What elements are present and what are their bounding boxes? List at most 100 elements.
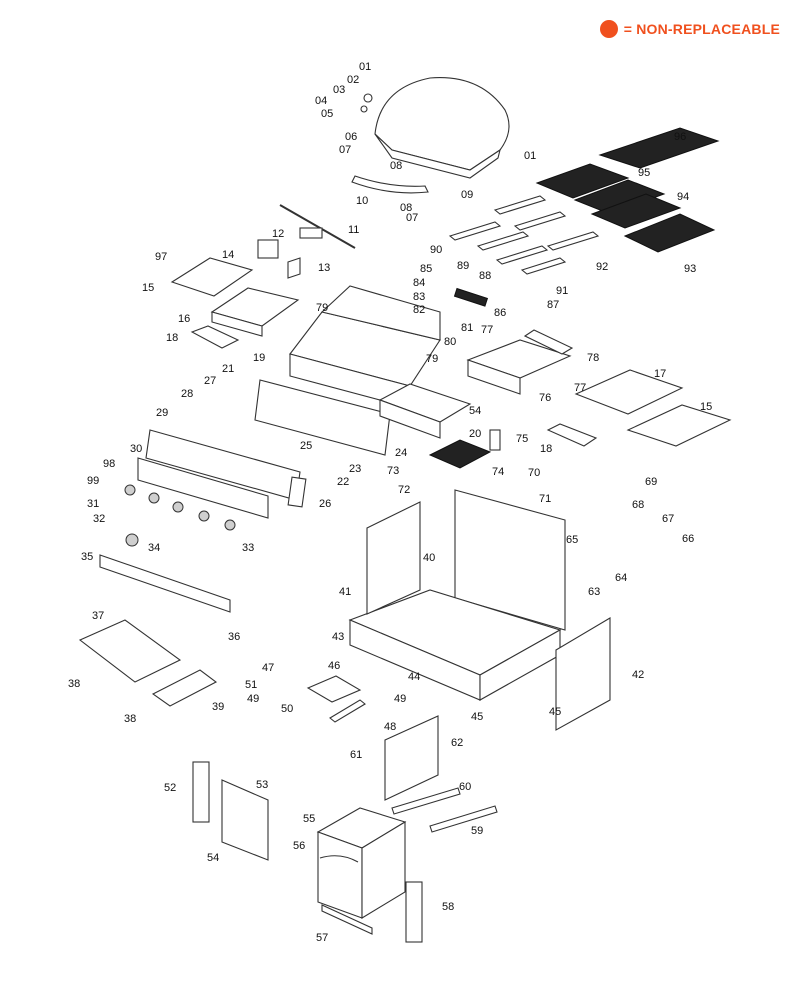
callout-55: 55 [303, 813, 315, 825]
callout-63: 63 [588, 586, 600, 598]
callout-06: 06 [345, 131, 357, 143]
callout-98: 98 [103, 458, 115, 470]
front-rail [99, 554, 231, 613]
callout-37: 37 [92, 610, 104, 622]
callout-42: 42 [632, 669, 644, 681]
callout-15: 15 [142, 282, 154, 294]
callout-29: 29 [156, 407, 168, 419]
callout-50: 50 [281, 703, 293, 715]
callout-18: 18 [166, 332, 178, 344]
callout-44: 44 [408, 671, 420, 683]
side-lid-left [170, 257, 254, 297]
infrared-burner [453, 287, 489, 307]
callout-58: 58 [442, 901, 454, 913]
callout-85: 85 [420, 263, 432, 275]
callout-21: 21 [222, 363, 234, 375]
side-lid-right [626, 404, 732, 447]
grease-tray-74 [428, 439, 492, 469]
callout-38: 38 [124, 713, 136, 725]
callout-04: 04 [315, 95, 327, 107]
callout-12: 12 [272, 228, 284, 240]
cabinet-door-53 [221, 779, 269, 861]
callout-95: 95 [638, 167, 650, 179]
callout-62: 62 [451, 737, 463, 749]
control-panel-front [137, 457, 269, 519]
callout-86: 86 [494, 307, 506, 319]
callout-31: 31 [87, 498, 99, 510]
callout-25: 25 [300, 440, 312, 452]
callout-23: 23 [349, 463, 361, 475]
callout-33: 33 [242, 542, 254, 554]
callout-54: 54 [207, 852, 219, 864]
callout-46: 46 [328, 660, 340, 672]
callout-81: 81 [461, 322, 473, 334]
callout-14: 14 [222, 249, 234, 261]
callout-71: 71 [539, 493, 551, 505]
callout-70: 70 [528, 467, 540, 479]
callout-93: 93 [684, 263, 696, 275]
callout-07: 07 [406, 212, 418, 224]
thermometer-icon [363, 93, 373, 103]
parts-drawing [78, 77, 732, 943]
callout-45: 45 [549, 706, 561, 718]
cooking-grate-95 [535, 163, 630, 199]
side-panel-42 [555, 617, 611, 731]
callout-99: 99 [87, 475, 99, 487]
callout-87: 87 [547, 299, 559, 311]
callout-47: 47 [262, 662, 274, 674]
callout-03: 03 [333, 84, 345, 96]
warming-rack [598, 127, 720, 169]
callout-11: 11 [348, 224, 359, 236]
callout-56: 56 [293, 840, 305, 852]
callout-39: 39 [212, 701, 224, 713]
callout-26: 26 [319, 498, 331, 510]
callout-83: 83 [413, 291, 425, 303]
callout-91: 91 [556, 285, 568, 297]
back-panel [454, 489, 566, 631]
callout-01: 01 [359, 61, 371, 73]
callout-97: 97 [155, 251, 167, 263]
callout-53: 53 [256, 779, 268, 791]
callout-84: 84 [413, 277, 425, 289]
callout-80: 80 [444, 336, 456, 348]
callout-24: 24 [395, 447, 407, 459]
callout-40: 40 [423, 552, 435, 564]
control-knob [124, 484, 136, 496]
callout-72: 72 [398, 484, 410, 496]
side-panel-41 [366, 501, 421, 615]
callout-92: 92 [596, 261, 608, 273]
rotisserie-motor [257, 239, 279, 259]
callout-34: 34 [148, 542, 160, 554]
cabinet-door-62 [384, 715, 439, 801]
callout-65: 65 [566, 534, 578, 546]
callout-79: 79 [316, 302, 328, 314]
legend-label: = NON-REPLACEABLE [623, 21, 780, 37]
hood-front [374, 133, 501, 179]
callout-96: 96 [674, 131, 686, 143]
cooking-grate-95b [573, 179, 666, 215]
callout-45: 45 [471, 711, 483, 723]
callout-60: 60 [459, 781, 471, 793]
drip-tray [78, 619, 182, 683]
callout-79: 79 [426, 353, 438, 365]
callout-16: 16 [178, 313, 190, 325]
callout-51: 51 [245, 679, 257, 691]
callout-13: 13 [318, 262, 330, 274]
side-burner-right [574, 369, 684, 415]
callout-57: 57 [316, 932, 328, 944]
callout-94: 94 [677, 191, 689, 203]
callout-18: 18 [540, 443, 552, 455]
callout-32: 32 [93, 513, 105, 525]
callout-75: 75 [516, 433, 528, 445]
callout-59: 59 [471, 825, 483, 837]
callout-68: 68 [632, 499, 644, 511]
callout-77: 77 [574, 382, 586, 394]
callout-17: 17 [654, 368, 666, 380]
legend: = NON-REPLACEABLE [599, 20, 780, 38]
callout-09: 09 [461, 189, 473, 201]
cooking-grate-93 [623, 213, 716, 253]
callout-69: 69 [645, 476, 657, 488]
callout-49: 49 [394, 693, 406, 705]
callout-64: 64 [615, 572, 627, 584]
